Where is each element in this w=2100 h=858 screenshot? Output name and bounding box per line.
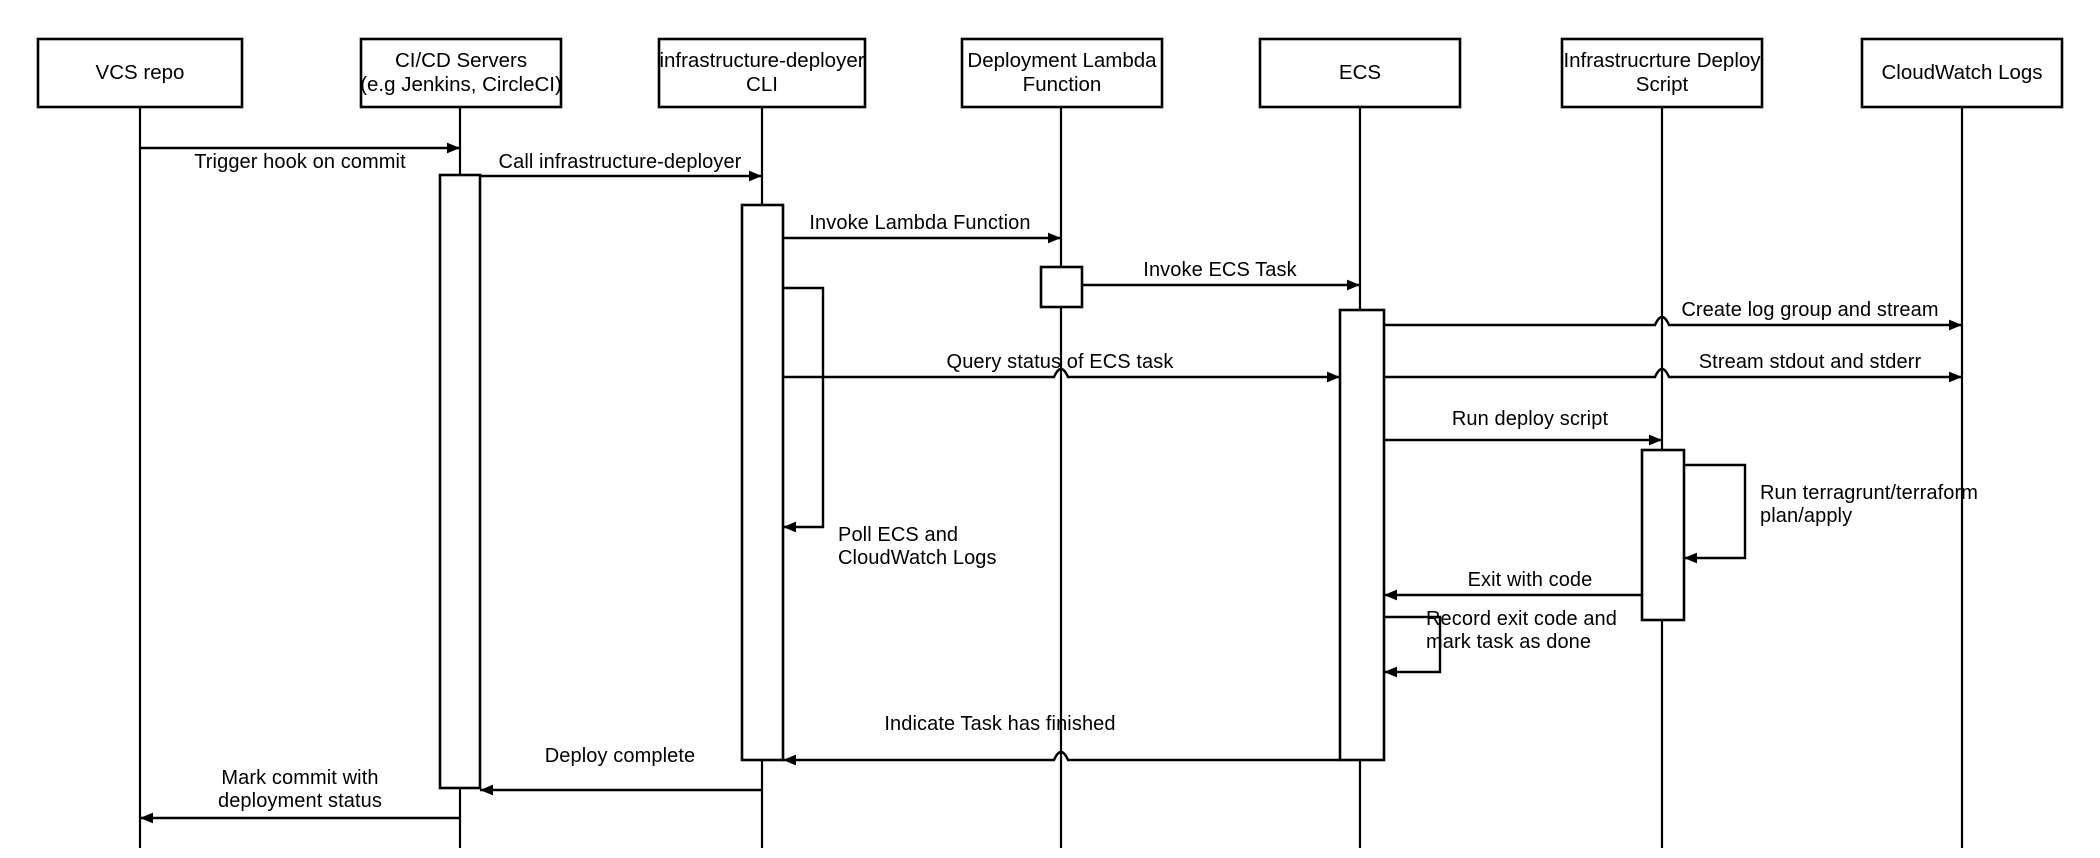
message-label-m5: Create log group and stream	[1681, 299, 1939, 321]
self-message-arrow-s1[interactable]	[783, 286, 825, 533]
message-label-m9: Exit with code	[1467, 569, 1593, 591]
message-label-m10: Indicate Task has finished	[884, 713, 1116, 735]
messages-group	[140, 142, 1962, 824]
activation-bar-ecs-3[interactable]	[1338, 308, 1386, 762]
participant-label-cicd: CI/CD Servers (e.g Jenkins, CircleCI)	[360, 39, 562, 107]
self-message-arrow-s3[interactable]	[1384, 615, 1442, 678]
self-message-arrow-s2[interactable]	[1684, 463, 1747, 564]
participant-box-cli[interactable]	[657, 37, 867, 109]
self-message-label-s3: Record exit code and mark task as done	[1426, 608, 1618, 653]
participant-label-text-cicd: CI/CD Servers (e.g Jenkins, CircleCI)	[360, 49, 562, 96]
participant-box-vcs[interactable]	[36, 37, 244, 109]
message-label-m1: Trigger hook on commit	[194, 151, 406, 173]
message-label-m6: Query status of ECS task	[946, 351, 1174, 373]
message-label-m4: Invoke ECS Task	[1143, 259, 1297, 281]
message-arrow-m6[interactable]	[783, 367, 1340, 383]
participant-label-text-vcs: VCS repo	[95, 61, 185, 84]
participant-label-cli: infrastructure-deployer CLI	[659, 39, 865, 107]
activation-bar-script-4[interactable]	[1640, 448, 1686, 622]
participant-label-script: Infrastrucrture Deploy Script	[1562, 39, 1762, 107]
message-arrow-m10[interactable]	[783, 750, 1340, 766]
participant-label-text-ecs: ECS	[1338, 61, 1382, 84]
message-arrow-m7[interactable]	[1384, 367, 1962, 383]
activation-bar-cicd-0[interactable]	[438, 173, 482, 790]
message-label-m8: Run deploy script	[1451, 408, 1609, 430]
participant-box-ecs[interactable]	[1258, 37, 1462, 109]
participant-box-lambda[interactable]	[960, 37, 1164, 109]
message-label-m7: Stream stdout and stderr	[1698, 351, 1922, 373]
participant-box-script[interactable]	[1560, 37, 1764, 109]
activation-bars-group	[438, 173, 1686, 790]
participant-label-text-cwlogs: CloudWatch Logs	[1881, 61, 2043, 84]
participant-boxes-group	[36, 37, 2064, 109]
participant-label-text-lambda: Deployment Lambda Function	[967, 49, 1157, 96]
participant-label-ecs: ECS	[1260, 39, 1460, 107]
participant-label-cwlogs: CloudWatch Logs	[1862, 39, 2062, 107]
self-message-label-s2: Run terragrunt/terraform plan/apply	[1760, 482, 1979, 527]
participant-label-text-script: Infrastrucrture Deploy Script	[1563, 49, 1761, 96]
self-messages-group	[783, 286, 1747, 678]
participant-label-text-cli: infrastructure-deployer CLI	[659, 49, 865, 96]
activation-bar-cli-1[interactable]	[740, 203, 785, 762]
message-label-m11: Deploy complete	[544, 745, 696, 767]
participant-label-vcs: VCS repo	[38, 39, 242, 107]
message-label-m12: Mark commit with deployment status	[217, 767, 382, 812]
self-message-label-s1: Poll ECS and CloudWatch Logs	[838, 524, 997, 569]
message-arrow-m5[interactable]	[1384, 315, 1962, 331]
message-label-m3: Invoke Lambda Function	[809, 212, 1031, 234]
participant-label-lambda: Deployment Lambda Function	[962, 39, 1162, 107]
message-label-m2: Call infrastructure-deployer	[498, 151, 742, 173]
participant-box-cwlogs[interactable]	[1860, 37, 2064, 109]
activation-bar-lambda-2[interactable]	[1039, 265, 1084, 309]
participant-box-cicd[interactable]	[359, 37, 563, 109]
